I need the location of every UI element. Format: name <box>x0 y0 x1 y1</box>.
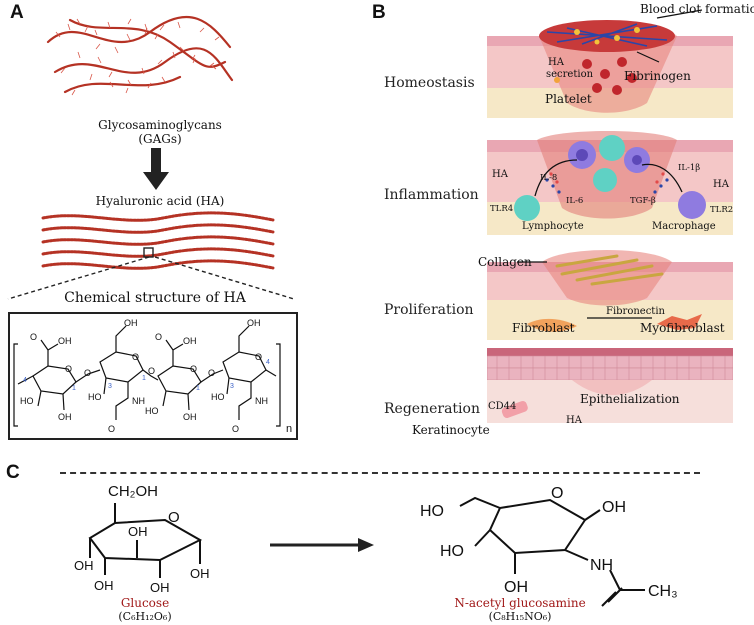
ring-number: 4 <box>23 377 27 384</box>
skin-homeostasis-illustration <box>487 9 733 118</box>
nag-nh: NH <box>590 557 613 574</box>
ring-number: 4 <box>266 359 270 366</box>
nag-oh: OH <box>602 499 626 516</box>
atom-label: O <box>108 424 115 434</box>
structure-title: Chemical structure of HA <box>64 290 246 306</box>
atom-label: O <box>208 368 215 378</box>
label-il8: IL-8 <box>540 173 558 183</box>
ring-number: 3 <box>230 383 234 390</box>
glucose-formula: (C₆H₁₂O₆) <box>118 610 172 623</box>
atom-label: OH <box>58 412 72 422</box>
ha-label: Hyaluronic acid (HA) <box>95 194 225 208</box>
panel-c-letter: C <box>6 462 20 483</box>
stage-label-proliferation: Proliferation <box>384 302 474 318</box>
label-ha-secretion-2: secretion <box>546 69 594 80</box>
ring-number: 1 <box>142 375 146 382</box>
label-il6: IL-6 <box>566 196 584 206</box>
glucose-oh: OH <box>190 566 210 581</box>
atom-label: OH <box>124 318 138 328</box>
glucose-oh: OH <box>94 578 114 593</box>
skin-inflammation-illustration <box>487 131 733 235</box>
label-cd44: CD44 <box>488 401 517 412</box>
label-myofibroblast: Myofibroblast <box>640 321 725 335</box>
glucose-oh: OH <box>74 558 94 573</box>
nag-structure: HO O OH HO OH NH CH₃ <box>420 485 678 607</box>
label-collagen: Collagen <box>478 255 532 269</box>
nag-name: N-acetyl glucosamine <box>454 596 586 610</box>
glucose-oh: OH <box>150 580 170 595</box>
atom-label: O <box>232 424 239 434</box>
atom-label: NH <box>132 396 145 406</box>
nag-ho: HO <box>420 503 444 520</box>
stage-label-homeostasis: Homeostasis <box>384 75 475 91</box>
label-fibrinogen: Fibrinogen <box>624 69 691 83</box>
atom-label: O <box>84 368 91 378</box>
section-divider <box>60 472 700 474</box>
atom-label: HO <box>145 406 159 416</box>
zoom-lines <box>7 256 295 300</box>
label-fibronectin: Fibronectin <box>606 306 665 317</box>
atom-label: O <box>255 352 262 362</box>
label-blood-clot: Blood clot formation <box>640 2 754 16</box>
ring-number: 1 <box>72 385 76 392</box>
skin-proliferation-illustration <box>487 250 733 340</box>
label-macrophage: Macrophage <box>652 221 716 232</box>
label-tgf: TGF-β <box>630 196 656 206</box>
label-ha-secretion-1: HA <box>548 57 564 68</box>
ha-structure: O OH O HO OH O OH O HO NH O O O OH O HO … <box>13 318 292 435</box>
label-keratinocyte: Keratinocyte <box>412 423 490 437</box>
atom-label: O <box>148 366 155 376</box>
stage-label-regeneration: Regeneration <box>384 401 480 417</box>
atom-label: O <box>190 364 197 374</box>
nag-ho-2: HO <box>440 543 464 560</box>
glucose-oh: OH <box>128 524 148 539</box>
stage-label-inflammation: Inflammation <box>384 187 479 203</box>
atom-label: O <box>155 332 162 342</box>
label-lymphocyte: Lymphocyte <box>522 221 584 232</box>
label-ha-regeneration: HA <box>566 415 582 426</box>
glucose-name: Glucose <box>120 596 170 610</box>
atom-label: O <box>30 332 37 342</box>
nag-ring-o: O <box>551 485 563 502</box>
arrow-icon <box>143 148 169 190</box>
atom-label: HO <box>88 392 102 402</box>
ha-chains-illustration <box>41 211 275 270</box>
atom-label: OH <box>183 412 197 422</box>
panel-a-letter: A <box>10 2 24 23</box>
atom-label: HO <box>211 392 225 402</box>
arrow-icon <box>270 538 374 552</box>
panel-b-letter: B <box>372 2 386 23</box>
label-epithelialization: Epithelialization <box>580 392 680 406</box>
gag-fibers-illustration <box>46 15 234 96</box>
structure-box <box>8 312 298 440</box>
gags-label-1: Glycosaminoglycans <box>98 118 222 132</box>
gags-label-2: (GAGs) <box>138 132 182 146</box>
label-ha-left: HA <box>492 169 508 180</box>
ring-number: 3 <box>108 383 112 390</box>
skin-regeneration-illustration <box>487 348 733 423</box>
atom-label: OH <box>183 336 197 346</box>
atom-label: NH <box>255 396 268 406</box>
label-ha-right: HA <box>713 179 729 190</box>
atom-label: O <box>132 352 139 362</box>
label-tlr4: TLR4 <box>490 204 514 214</box>
label-tlr2: TLR2 <box>710 205 734 215</box>
glucose-ring-o: O <box>168 509 180 526</box>
atom-label: O <box>65 364 72 374</box>
glucose-structure: CH₂OH O OH OH OH OH OH <box>74 483 210 595</box>
label-platelet: Platelet <box>545 92 592 106</box>
nag-formula: (C₈H₁₅NO₆) <box>488 610 552 623</box>
nag-ch3: CH₃ <box>648 583 678 600</box>
atom-label: OH <box>58 336 72 346</box>
atom-label: HO <box>20 396 34 406</box>
ring-number: 1 <box>196 385 200 392</box>
label-fibroblast: Fibroblast <box>512 321 575 335</box>
repeat-n: n <box>286 423 292 435</box>
atom-label: OH <box>247 318 261 328</box>
nag-oh-2: OH <box>504 579 528 596</box>
label-il1b: IL-1β <box>678 163 701 173</box>
glucose-ch2oh: CH₂OH <box>108 483 158 500</box>
